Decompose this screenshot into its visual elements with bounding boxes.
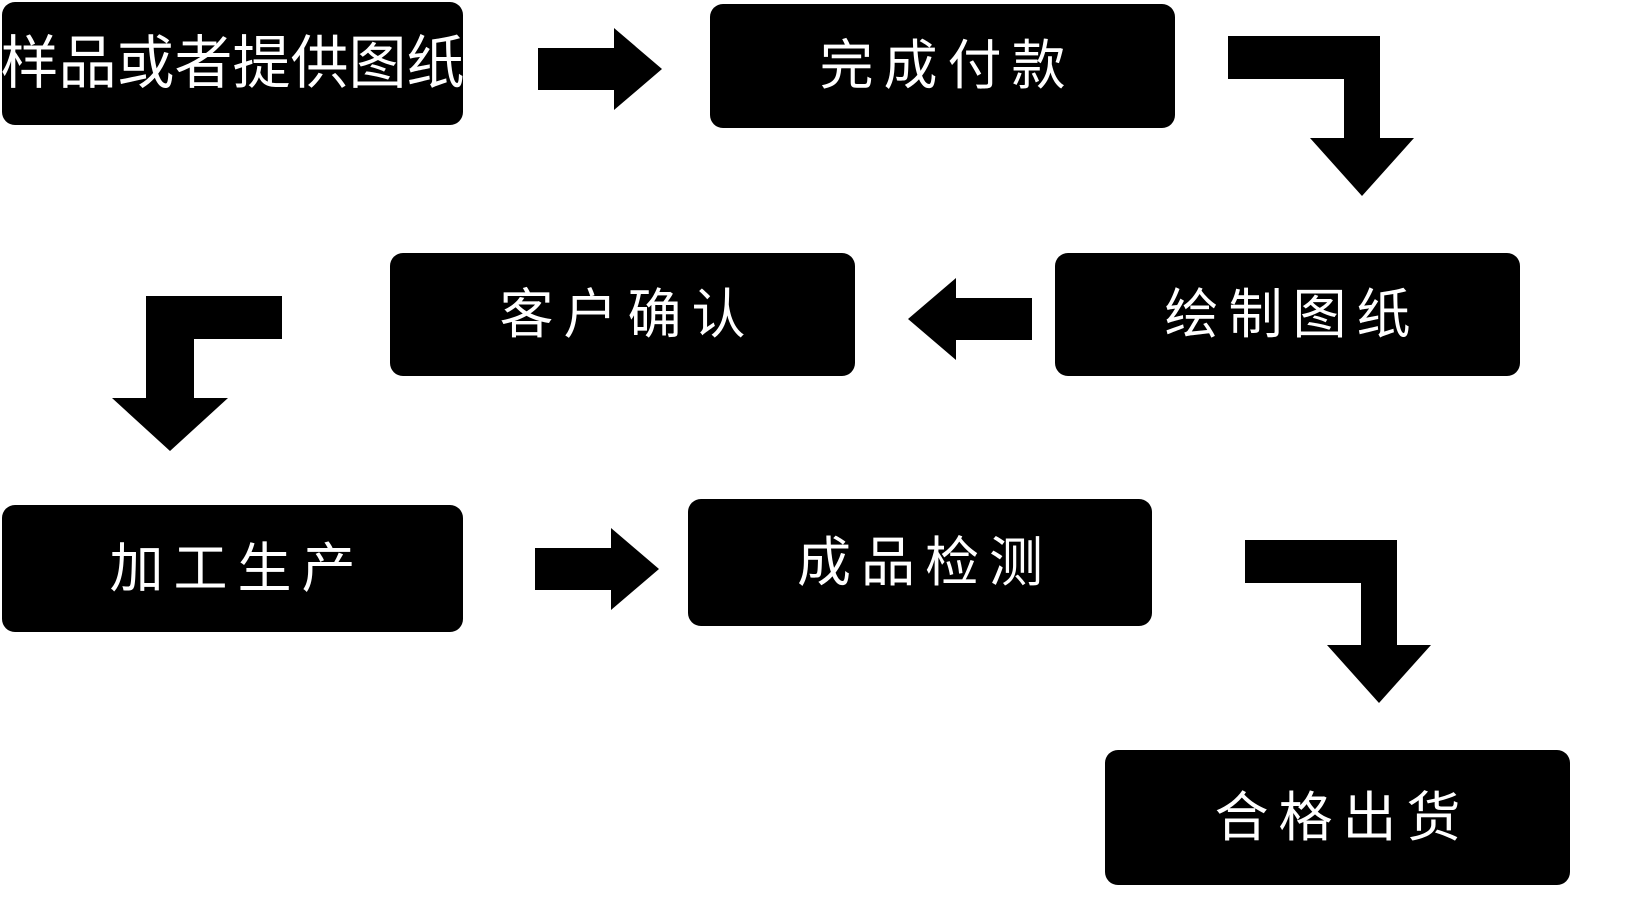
arrow-right-icon-n1-n2 [538,28,662,110]
flow-node-label: 完成付款 [819,36,1076,96]
arrow-left-icon-n3-n4 [908,278,1032,360]
flow-node-label: 成品检测 [797,532,1053,593]
flow-node-label: 合格出货 [1214,787,1471,848]
flow-node-sample-or-drawing[interactable]: 样品或者提供图纸 [0,2,465,125]
arrow-elbow-left-down-icon-n4-n5 [112,296,282,451]
arrow-right-icon-n5-n6 [535,528,659,610]
flow-node-draw-drawing[interactable]: 绘制图纸 [1055,253,1520,376]
flow-node-customer-confirm[interactable]: 客户确认 [390,253,855,376]
flow-node-label: 绘制图纸 [1164,284,1421,345]
flow-node-product-inspection[interactable]: 成品检测 [688,499,1152,626]
flow-node-label: 客户确认 [499,284,756,345]
flow-node-complete-payment[interactable]: 完成付款 [710,4,1175,128]
arrow-elbow-right-down-icon-n6-n7 [1245,540,1431,703]
flow-node-qualified-shipment[interactable]: 合格出货 [1105,750,1570,885]
flow-node-label: 加工生产 [109,538,366,599]
arrow-elbow-right-down-icon-n2-n3 [1228,36,1414,196]
flow-node-production[interactable]: 加工生产 [2,505,463,632]
flow-node-label: 样品或者提供图纸 [0,30,465,96]
